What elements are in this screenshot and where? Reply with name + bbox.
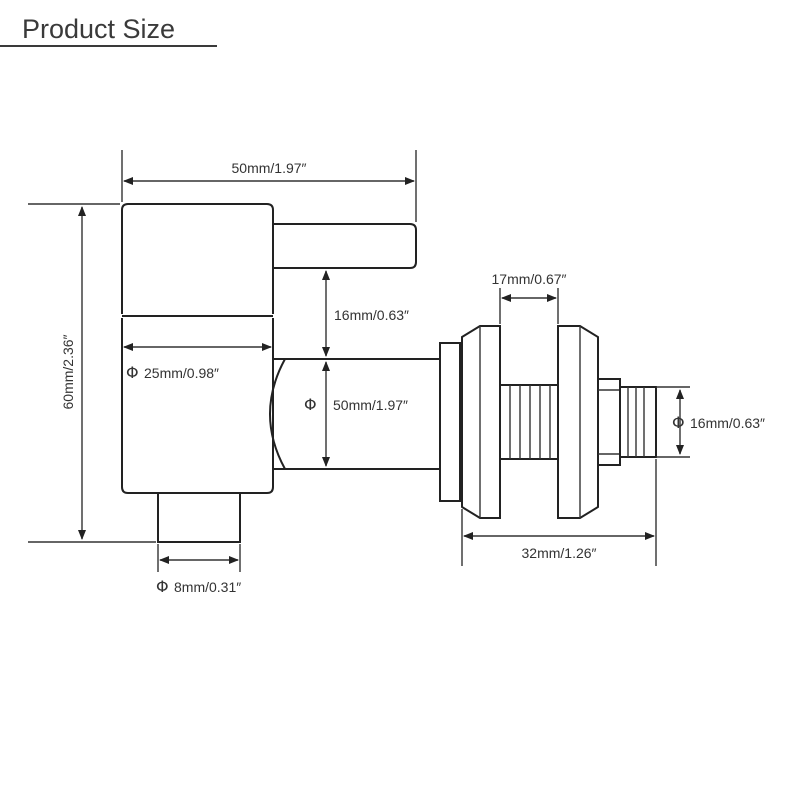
end-thread (619, 386, 657, 458)
phi-symbol-body: Φ (126, 363, 139, 382)
body-lower (121, 318, 274, 494)
handle-lever (272, 223, 417, 269)
dim-nut-width-label: 17mm/0.67″ (492, 271, 567, 287)
nut-right (557, 325, 599, 519)
dimension-lines (28, 150, 690, 572)
page-title: Product Size (22, 14, 176, 44)
flange-washer (439, 342, 461, 502)
end-hex (597, 378, 621, 466)
phi-symbol-spout: Φ (304, 395, 317, 414)
nut-left (461, 325, 501, 519)
dim-handle-gap-label: 16mm/0.63″ (334, 307, 409, 323)
dim-spout-height-label: 50mm/1.97″ (333, 397, 408, 413)
dim-total-height-label: 60mm/2.36″ (60, 334, 76, 409)
phi-symbol-outlet: Φ (156, 577, 169, 596)
fitting (439, 325, 657, 519)
title-underline (0, 45, 217, 47)
spout-neck (269, 358, 287, 470)
faucet-body (121, 203, 440, 543)
body-upper-cap (121, 203, 274, 314)
dim-outlet-diameter-label: 8mm/0.31″ (174, 579, 241, 595)
dimension-labels: 50mm/1.97″ 60mm/2.36″ 16mm/0.63″ Φ 25mm/… (60, 160, 765, 596)
phi-symbol-thread: Φ (672, 413, 685, 432)
outlet-pipe (157, 493, 241, 543)
dim-thread-diameter-label: 16mm/0.63″ (690, 415, 765, 431)
header: Product Size (0, 0, 800, 60)
dim-body-diameter-label: 25mm/0.98″ (144, 365, 219, 381)
dim-fitting-length-label: 32mm/1.26″ (522, 545, 597, 561)
dim-top-width-label: 50mm/1.97″ (232, 160, 307, 176)
